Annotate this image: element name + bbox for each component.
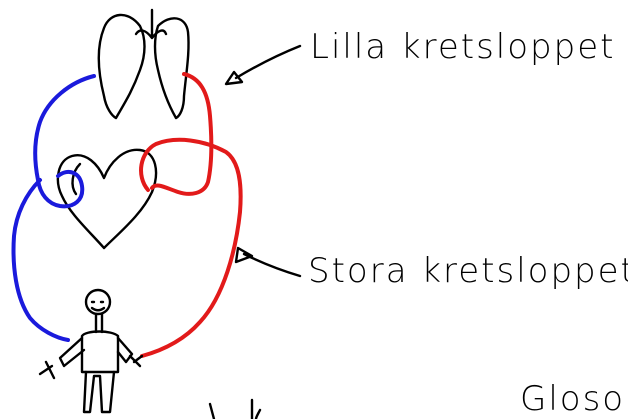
person-icon xyxy=(40,290,142,412)
lungs-icon xyxy=(99,10,189,118)
partial-scribble xyxy=(210,400,260,419)
arrow-icon xyxy=(226,46,300,84)
arrow-icon xyxy=(236,248,300,276)
label-small-circuit: Lilla kretsloppet xyxy=(310,27,615,67)
glossary-heading: Glosor xyxy=(520,379,628,419)
label-large-circuit: Stora kretsloppet xyxy=(308,251,628,291)
pulmonary-return-line xyxy=(152,74,211,194)
pulmonary-circuit-line xyxy=(35,76,94,206)
